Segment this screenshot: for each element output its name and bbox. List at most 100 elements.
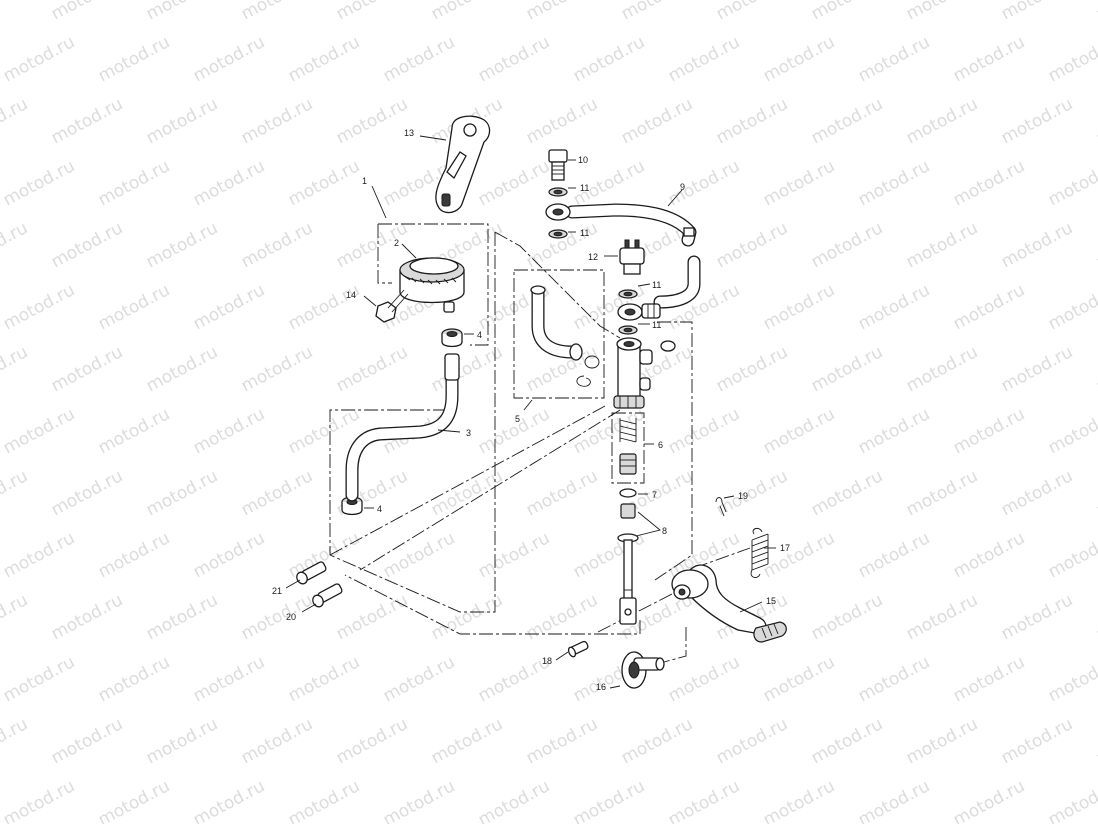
watermark-text: motod.ru [143, 0, 221, 24]
watermark-text: motod.ru [475, 32, 553, 86]
watermark-text: motod.ru [475, 404, 553, 458]
callout-14: 14 [346, 290, 356, 300]
watermark-text: motod.ru [903, 0, 981, 24]
watermark-text: motod.ru [285, 280, 363, 334]
watermark-text: motod.ru [143, 94, 221, 148]
watermark-text: motod.ru [665, 652, 743, 706]
watermark-text: motod.ru [48, 590, 126, 644]
watermark-text: motod.ru [238, 94, 316, 148]
watermark-text: motod.ru [950, 652, 1028, 706]
sealing-washers [548, 187, 638, 335]
watermark-text: motod.ru [713, 218, 791, 272]
watermark-text: motod.ru [903, 466, 981, 520]
watermark-text: motod.ru [1093, 590, 1098, 644]
watermark-text: motod.ru [760, 32, 838, 86]
watermark-text: motod.ru [618, 714, 696, 768]
watermark-text: motod.ru [333, 0, 411, 24]
callouts: 1 2 3 4 4 5 6 7 8 9 10 11 11 11 11 12 13… [272, 128, 790, 692]
watermark-text: motod.ru [808, 466, 886, 520]
callout-17: 17 [780, 543, 790, 553]
watermark-text: motod.ru [48, 0, 126, 24]
watermark-text: motod.ru [665, 156, 743, 210]
watermark-text: motod.ru [333, 714, 411, 768]
watermark-text: motod.ru [523, 0, 601, 24]
watermark-text: motod.ru [570, 32, 648, 86]
watermark-text: motod.ru [428, 714, 506, 768]
push-rod [617, 503, 639, 625]
watermark-text: motod.ru [0, 528, 78, 582]
return-spring [750, 527, 769, 578]
callout-16: 16 [596, 682, 606, 692]
watermark-text: motod.ru [238, 714, 316, 768]
assembly-outlines [329, 223, 751, 663]
watermark-text: motod.ru [143, 714, 221, 768]
watermark-text: motod.ru [570, 404, 648, 458]
callout-6: 6 [658, 440, 663, 450]
elbow-connector [530, 285, 600, 387]
watermark-text: motod.ru [190, 652, 268, 706]
watermark-text: motod.ru [238, 590, 316, 644]
watermark-text: motod.ru [238, 342, 316, 396]
callout-11-d: 11 [652, 320, 661, 330]
watermark-text: motod.ru [0, 280, 78, 334]
brake-hose [545, 203, 701, 321]
watermark-text: motod.ru [428, 0, 506, 24]
watermark-text: motod.ru [333, 94, 411, 148]
watermark-text: motod.ru [855, 528, 933, 582]
watermark-text: motod.ru [95, 156, 173, 210]
watermark-text: motod.ru [0, 156, 78, 210]
watermark-text: motod.ru [950, 32, 1028, 86]
watermark-text: motod.ru [903, 590, 981, 644]
cotter-pin [715, 497, 727, 517]
watermark-text: motod.ru [855, 156, 933, 210]
reservoir-bolt [375, 289, 409, 323]
watermark-text: motod.ru [855, 280, 933, 334]
watermark-text: motod.ru [1045, 528, 1098, 582]
callout-4-lower: 4 [377, 504, 382, 514]
watermark-text: motod.ru [903, 342, 981, 396]
watermark-text: motod.ru [380, 652, 458, 706]
watermark-text: motod.ru [143, 590, 221, 644]
watermark-text: motod.ru [523, 218, 601, 272]
watermark-text: motod.ru [665, 280, 743, 334]
callout-7: 7 [652, 490, 657, 500]
callout-11-c: 11 [652, 280, 661, 290]
watermark-text: motod.ru [998, 714, 1076, 768]
watermark-text: motod.ru [1045, 156, 1098, 210]
watermark-text: motod.ru [523, 590, 601, 644]
watermark-text: motod.ru [0, 342, 31, 396]
watermark-text: motod.ru [808, 714, 886, 768]
watermark-text: motod.ru [0, 590, 31, 644]
watermark-text: motod.ru [713, 342, 791, 396]
watermark-text: motod.ru [950, 404, 1028, 458]
callout-11-a: 11 [580, 183, 589, 193]
watermark-text: motod.ru [1045, 280, 1098, 334]
watermark-text: motod.ru [1045, 652, 1098, 706]
watermark-text: motod.ru [760, 528, 838, 582]
watermark-text: motod.ru [855, 32, 933, 86]
callout-4-upper: 4 [477, 330, 482, 340]
watermark-text: motod.ru [998, 466, 1076, 520]
watermark-text: motod.ru [713, 714, 791, 768]
callout-8: 8 [662, 526, 667, 536]
watermark-text: motod.ru [903, 218, 981, 272]
watermark-text: motod.ru [760, 156, 838, 210]
watermark-text: motod.ru [855, 776, 933, 824]
watermark-text: motod.ru [808, 94, 886, 148]
circlip [619, 488, 637, 498]
watermark-text: motod.ru [0, 32, 78, 86]
watermark-text: motod.ru [333, 342, 411, 396]
fluid-reservoir [399, 257, 465, 313]
watermark-text: motod.ru [1045, 32, 1098, 86]
watermark-text: motod.ru [95, 280, 173, 334]
watermark-text: motod.ru [380, 776, 458, 824]
watermark-text: motod.ru [190, 528, 268, 582]
watermark-text: motod.ru [950, 280, 1028, 334]
watermark-text: motod.ru [665, 404, 743, 458]
callout-20: 20 [286, 612, 296, 622]
watermark-text: motod.ru [285, 156, 363, 210]
watermark-text: motod.ru [0, 466, 31, 520]
watermark-text: motod.ru [285, 32, 363, 86]
clevis-pin [567, 640, 589, 658]
screw-21 [296, 561, 327, 585]
